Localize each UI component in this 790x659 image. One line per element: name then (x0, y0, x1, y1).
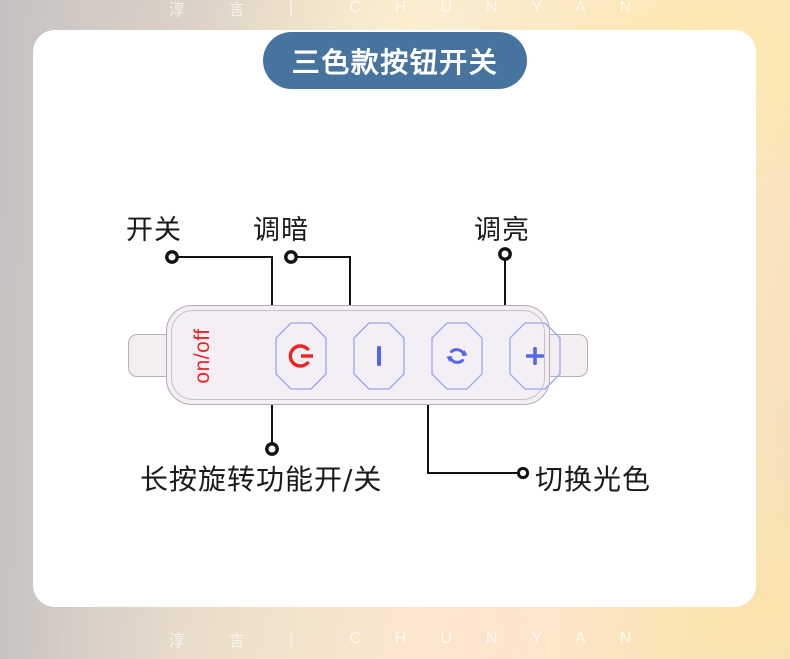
leader-switch (165, 250, 273, 322)
callout-label-long-press: 长按旋转功能开/关 (140, 463, 383, 496)
callout-label-dim: 调暗 (253, 215, 309, 246)
bright-button[interactable] (509, 322, 561, 390)
octagon-outline (431, 322, 483, 390)
dim-button[interactable] (353, 322, 405, 390)
leader-dim (284, 250, 351, 322)
page-title: 三色款按钮开关 (291, 45, 499, 79)
power-icon (286, 341, 316, 371)
octagon-outline (275, 322, 327, 390)
leader-color-switch (427, 389, 530, 480)
minus-bar-icon (367, 342, 391, 370)
callout-label-color-switch: 切换光色 (535, 463, 652, 496)
onoff-label: on/off (191, 328, 214, 384)
callout-label-bright: 调亮 (474, 215, 530, 246)
octagon-outline (509, 322, 561, 390)
power-button[interactable] (275, 322, 327, 390)
device-body: on/off (166, 305, 561, 405)
callout-label-switch: 开关 (126, 215, 182, 246)
plus-icon (523, 344, 547, 368)
remote-control-device: on/off (128, 305, 588, 405)
rotate-button[interactable] (431, 322, 483, 390)
octagon-outline (353, 322, 405, 390)
rotate-icon (443, 342, 471, 370)
title-badge: 三色款按钮开关 (263, 32, 527, 89)
device-body-inner-outline (171, 310, 545, 400)
